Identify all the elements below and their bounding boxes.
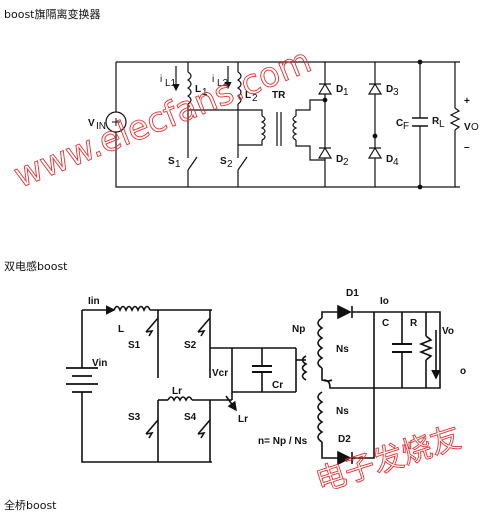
label-vcr: Vcr xyxy=(212,368,228,379)
switch-s2-icon xyxy=(197,317,211,333)
label-s1: S xyxy=(168,156,175,167)
label-lr-current: Lr xyxy=(238,414,248,425)
section-caption-3: 全桥boost xyxy=(4,499,57,512)
capacitor-cr-icon xyxy=(252,365,272,373)
vin-source-icon xyxy=(105,111,127,133)
label-o: o xyxy=(460,366,466,377)
resistor-r-icon xyxy=(418,335,434,361)
label-d1: D1 xyxy=(346,288,359,299)
label-vo-sub: O xyxy=(471,122,479,133)
transformer-primary-np-icon xyxy=(301,355,308,381)
label-d2: D xyxy=(336,154,343,165)
section-caption-1: boost旗隔离变换器 xyxy=(4,8,101,21)
label-d1-sub: 1 xyxy=(343,87,349,98)
current-arrow-lr-icon xyxy=(225,395,237,412)
label-s2-sub: 2 xyxy=(227,159,233,170)
label-cf: C xyxy=(396,118,403,129)
label-d3: D xyxy=(386,84,393,95)
label-cf-sub: F xyxy=(403,121,409,132)
label-d1: D xyxy=(336,84,343,95)
label-rl: R xyxy=(432,116,440,127)
capacitor-cf-icon xyxy=(412,117,428,127)
diode-d1-icon xyxy=(317,82,333,95)
label-cr: Cr xyxy=(272,380,283,391)
label-plus: + xyxy=(464,96,470,107)
capacitor-c-icon xyxy=(392,343,412,353)
label-l2-sub: 2 xyxy=(252,93,258,104)
resistor-rl-icon xyxy=(449,107,461,131)
label-tr: TR xyxy=(272,90,286,101)
switch-s3-icon xyxy=(145,419,159,435)
watermark-url: www.elecfans.com xyxy=(8,41,317,197)
label-r: R xyxy=(410,318,418,329)
watermark-cn: 电子发烧友 xyxy=(312,420,465,500)
label-l2: L xyxy=(245,90,251,101)
label-vin: Vin xyxy=(92,358,107,369)
label-vo: V xyxy=(464,122,471,133)
label-d3-sub: 3 xyxy=(393,87,399,98)
label-iin: Iin xyxy=(88,296,100,307)
label-il1: i xyxy=(160,74,162,85)
label-ns-1: Ns xyxy=(336,344,349,355)
label-ratio: n= Np / Ns xyxy=(258,436,308,447)
circuit-1 xyxy=(105,59,461,190)
transformer-secondary-ns2-icon xyxy=(317,391,324,443)
transformer-core-icon xyxy=(276,112,282,146)
circuit-2 xyxy=(66,304,441,466)
switch-s1-icon xyxy=(145,317,159,333)
label-c: C xyxy=(382,318,389,329)
label-il2-sub: L2 xyxy=(217,78,229,89)
inductor-l-icon xyxy=(113,305,151,313)
label-minus: – xyxy=(464,142,470,153)
label-il1-sub: L1 xyxy=(165,78,177,89)
switch-s4-icon xyxy=(197,419,211,435)
transformer-secondary-icon xyxy=(292,115,298,141)
battery-vin-icon xyxy=(66,367,98,393)
label-s4: S4 xyxy=(184,412,197,423)
diode-d1-icon xyxy=(337,304,353,320)
label-l: L xyxy=(118,324,124,335)
switch-s1-icon xyxy=(187,156,198,171)
label-s1-sub: 1 xyxy=(175,159,181,170)
label-l1: L xyxy=(195,84,201,95)
circuit-1-labels: V IN i L1 L 1 i L2 L 2 TR D 1 D 2 D 3 D … xyxy=(88,74,479,170)
inductor-lr-icon xyxy=(167,396,193,402)
label-s2: S2 xyxy=(184,340,197,351)
label-d4-sub: 4 xyxy=(393,157,399,168)
section-caption-2: 双电感boost xyxy=(4,260,68,273)
switch-s2-icon xyxy=(237,156,248,171)
transformer-primary-icon xyxy=(260,115,266,141)
inductor-l2-icon xyxy=(236,71,242,105)
label-d2-sub: 2 xyxy=(343,157,349,168)
label-d4: D xyxy=(386,154,393,165)
label-s1: S1 xyxy=(128,340,141,351)
circuit-2-labels: Iin L Vin S1 S2 S3 S4 Lr Lr Vcr Cr Np Ns… xyxy=(88,288,466,447)
diode-d4-icon xyxy=(367,146,383,159)
label-s3: S3 xyxy=(128,412,141,423)
label-il2: i xyxy=(212,74,214,85)
label-s2: S xyxy=(220,156,227,167)
label-io: Io xyxy=(380,296,389,307)
diode-d3-icon xyxy=(367,82,383,95)
label-vin-sub: IN xyxy=(96,121,106,132)
label-d2: D2 xyxy=(338,434,351,445)
label-l1-sub: 1 xyxy=(202,87,208,98)
transformer-secondary-ns1-icon xyxy=(317,317,324,369)
diode-d2-icon xyxy=(317,146,333,159)
label-np: Np xyxy=(292,324,305,335)
inductor-l1-icon xyxy=(186,71,192,105)
label-rl-sub: L xyxy=(439,119,445,130)
label-vo: Vo xyxy=(442,326,454,337)
label-lr: Lr xyxy=(172,386,182,397)
label-vin: V xyxy=(88,118,95,129)
label-ns-2: Ns xyxy=(336,406,349,417)
